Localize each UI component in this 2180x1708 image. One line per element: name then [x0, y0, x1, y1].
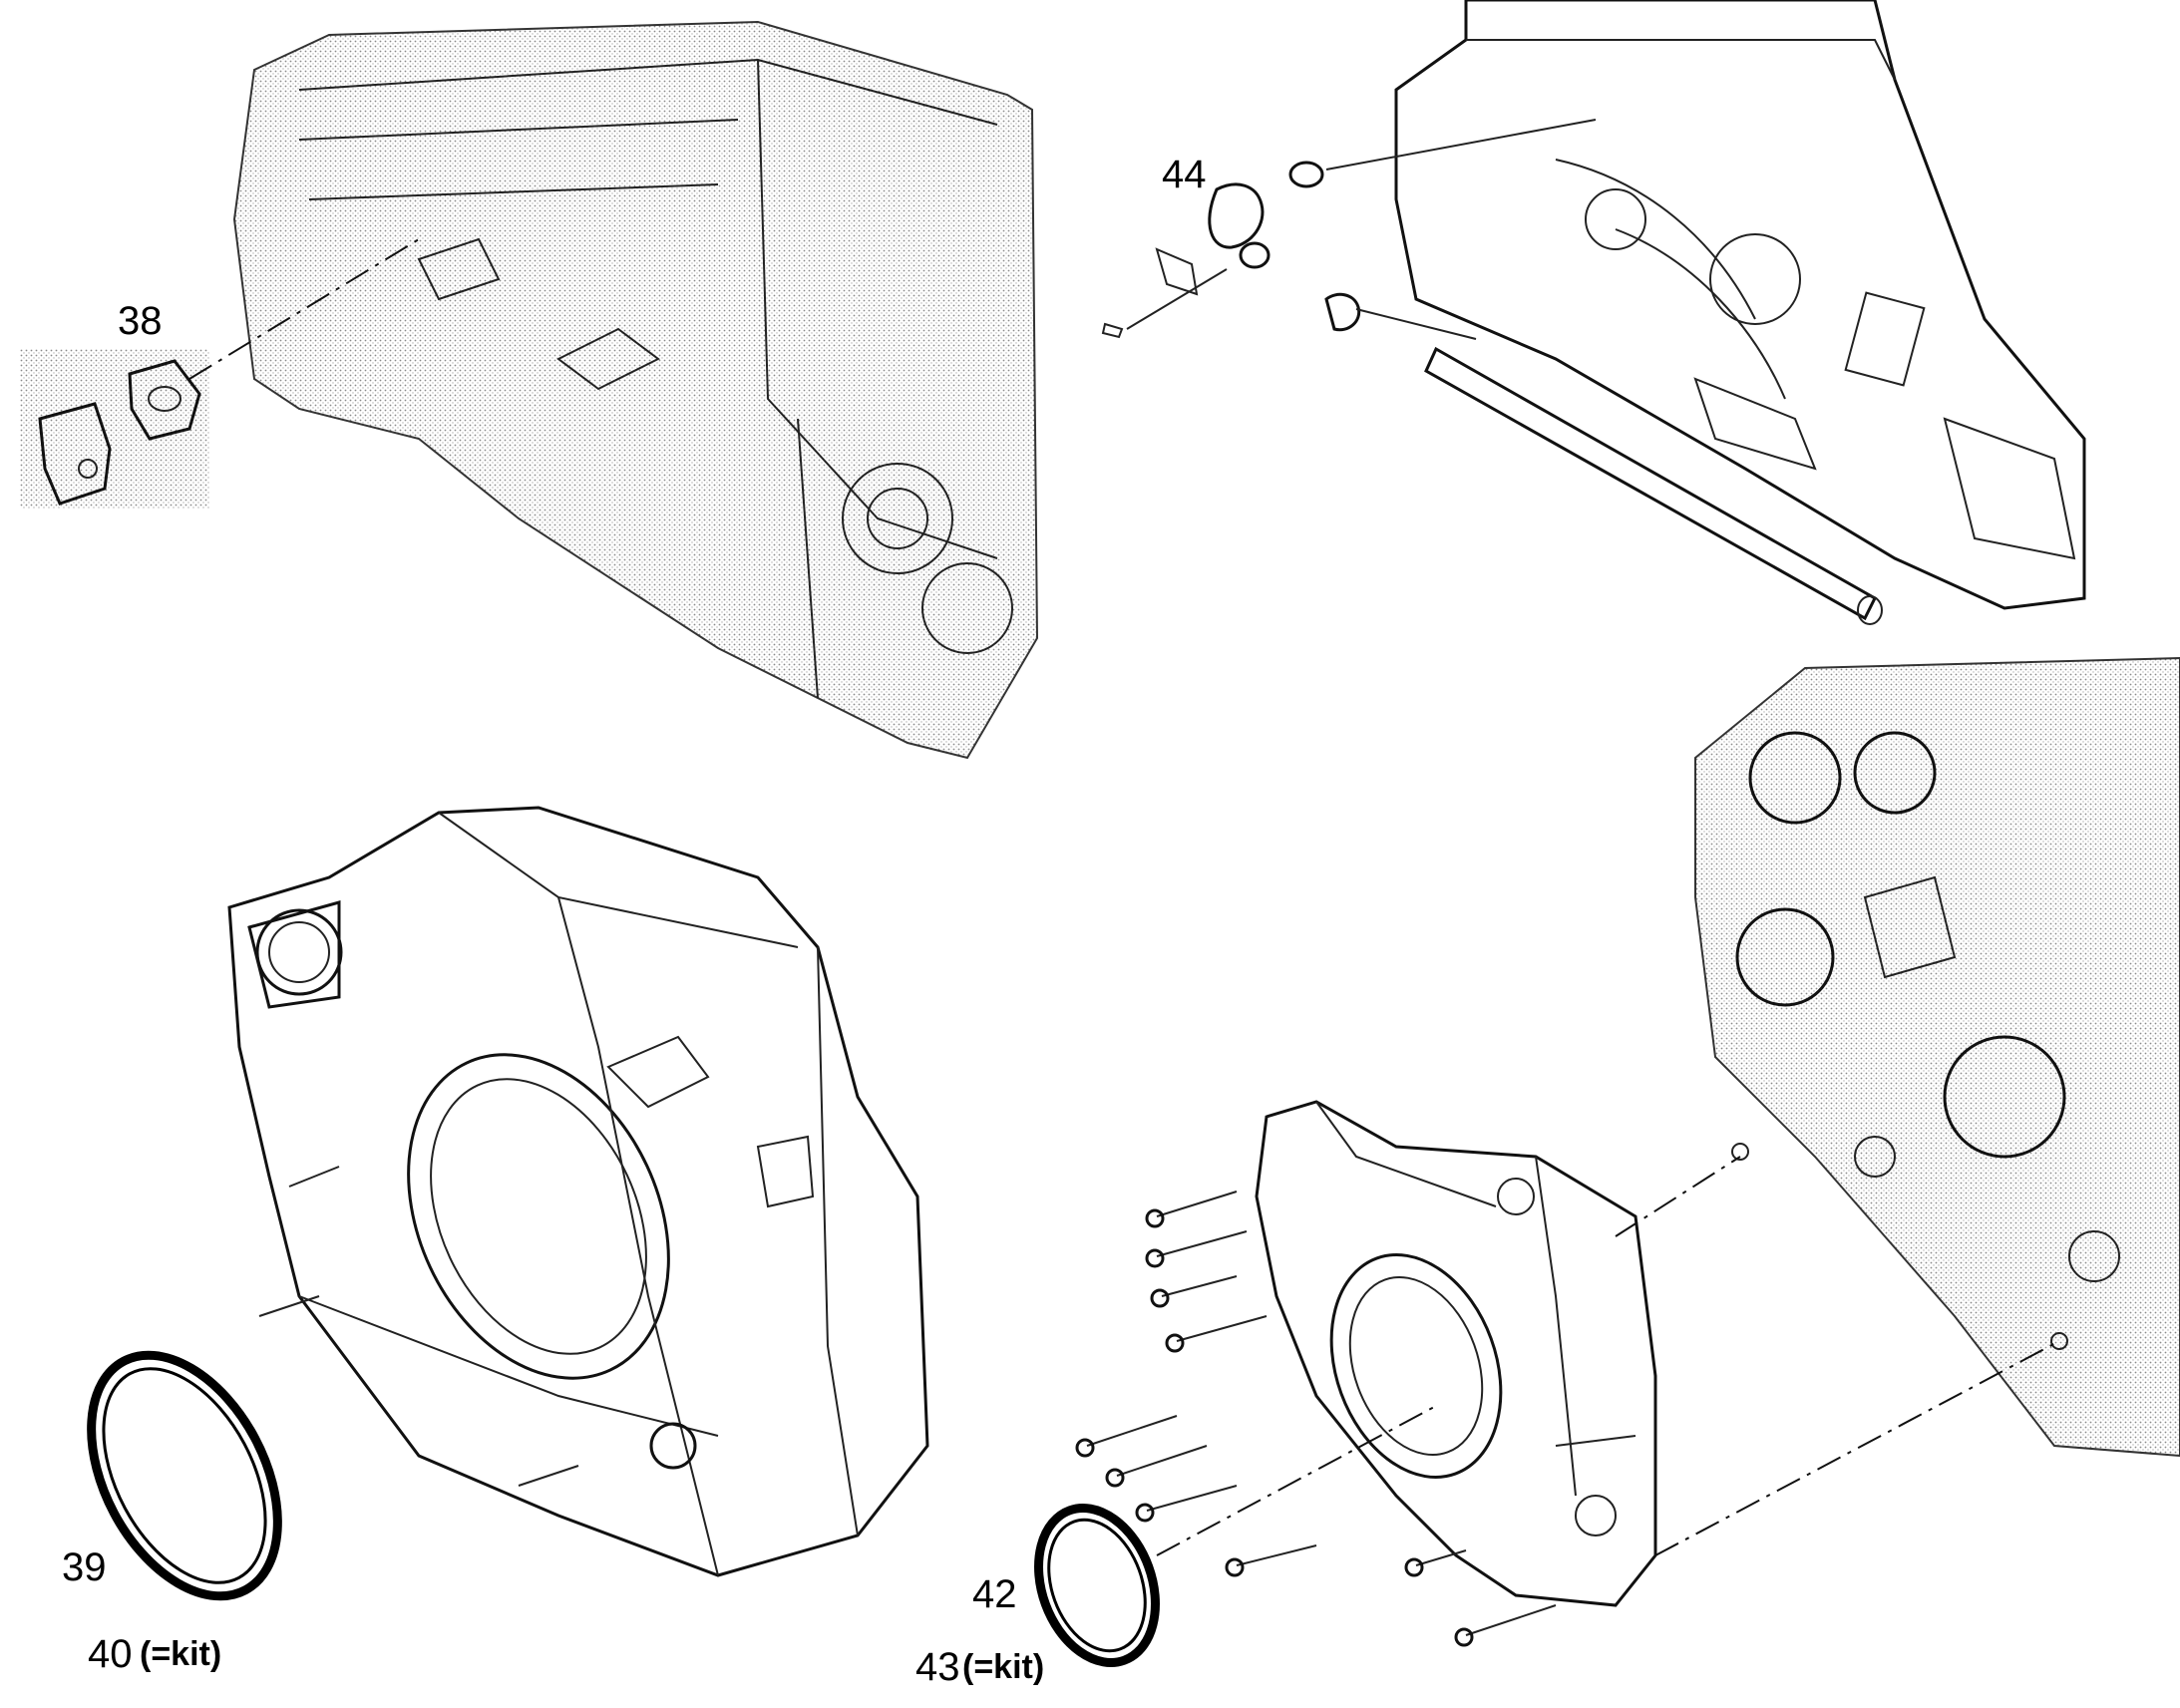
seal-ring-42 — [1034, 1504, 1160, 1667]
flywheel-housing-illustration — [227, 806, 929, 1577]
crankcase-face-illustration — [1694, 656, 2180, 1458]
leader-line-42 — [1156, 1405, 1437, 1556]
callout-43-kit: (=kit) — [962, 1648, 1044, 1686]
cover-plate-38 — [20, 349, 209, 509]
callout-42: 42 — [972, 1572, 1017, 1616]
fitting-assembly-44 — [1101, 119, 1883, 625]
engine-block-illustration — [232, 20, 1039, 760]
front-cover-illustration — [1255, 1100, 1657, 1607]
callout-40-kit: (=kit) — [140, 1635, 221, 1673]
callout-38: 38 — [118, 299, 163, 343]
callout-39: 39 — [62, 1545, 107, 1589]
timing-housing-illustration — [1394, 0, 2086, 610]
bolts-illustration — [1075, 1191, 1557, 1647]
callout-40: 40 — [88, 1632, 133, 1676]
leader-line-cover-lower — [1654, 1340, 2060, 1556]
leader-line-cover-upper — [1615, 1156, 1741, 1237]
seal-ring-39 — [87, 1350, 282, 1601]
callout-44: 44 — [1162, 153, 1207, 196]
callout-43: 43 — [915, 1645, 960, 1689]
